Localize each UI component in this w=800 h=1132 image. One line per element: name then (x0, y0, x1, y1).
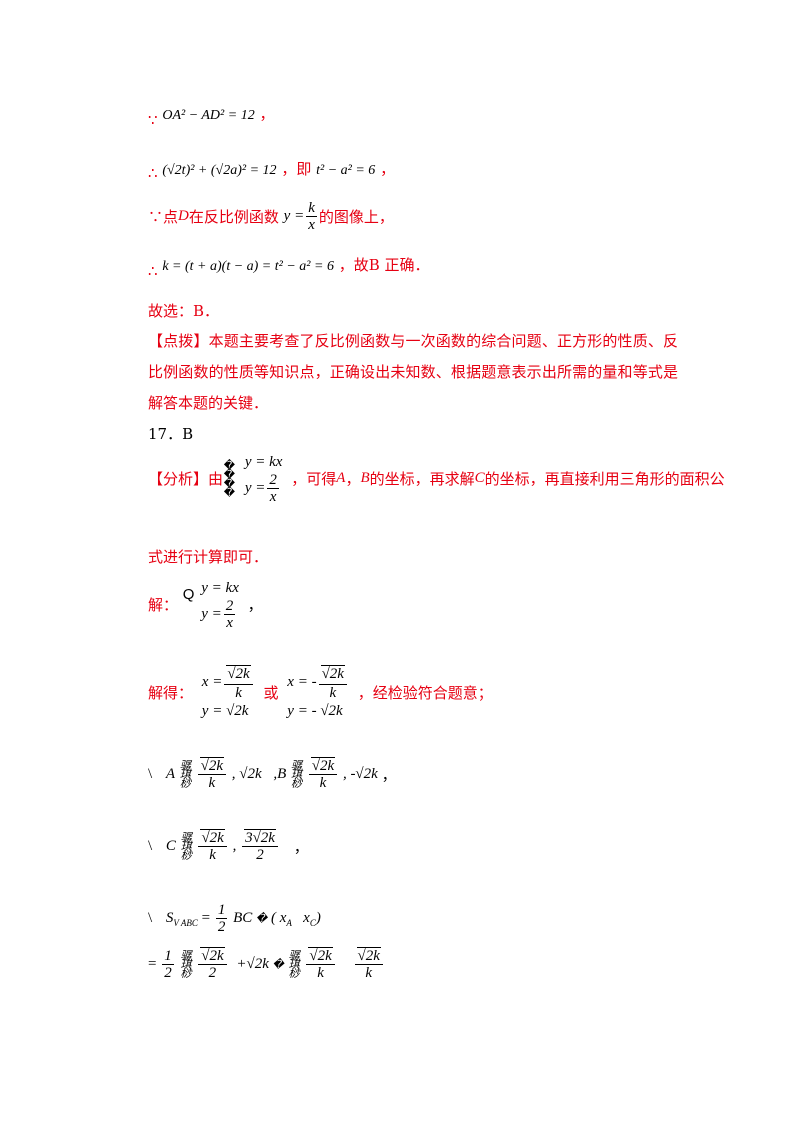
text-verified: ，经检验符合题意； (357, 684, 493, 702)
bracket-glyphs: 骣琪桫 (180, 949, 192, 980)
bracket-glyphs: 骣琪桫 (180, 831, 192, 862)
point-a-label: A (336, 470, 346, 486)
point-b-y: , -√2k (342, 766, 378, 782)
bracket-glyphs: 骣琪桫 (179, 759, 191, 790)
point-a: A (165, 766, 176, 782)
fraction-numerator: k (306, 200, 317, 217)
point-d-label: D (178, 208, 189, 224)
difference-term: ( xA xC) (271, 909, 321, 928)
solution-y: y = - √2k (287, 703, 343, 719)
answer-choice: 故选：B． (148, 302, 220, 320)
backslash-glyph: \ (148, 910, 153, 926)
question-17-answer: 17．B (148, 425, 194, 443)
point-c-label: C (474, 470, 485, 486)
equation-squares: (√2t)² + (√2a)² = 12 (162, 163, 277, 178)
garbled-glyph: � (272, 958, 284, 971)
therefore-symbol: ∴ (148, 262, 158, 280)
q-glyph: Q (182, 585, 195, 603)
separator: , (232, 838, 237, 854)
comma: ， (381, 768, 397, 784)
text-because-point: ∵点 (148, 208, 179, 226)
point-b-label: B (360, 470, 370, 486)
fraction-denominator: x (308, 217, 315, 233)
garbled-glyph: � (255, 912, 268, 925)
therefore-symbol: ∴ (148, 164, 158, 182)
analysis-continuation: 式进行计算即可． (148, 548, 269, 566)
point-b: ,B (273, 766, 287, 782)
line-k-value: ∴ k = (t + a)(t − a) = t² − a² = 6 ，故B 正… (148, 254, 430, 280)
brace-glyphs: ���� (223, 458, 236, 499)
tip-paragraph: 【点拨】本题主要考查了反比例函数与一次函数的综合问题、正方形的性质、反比例函数的… (148, 332, 678, 412)
text-b-correct: ，故B 正确． (338, 256, 430, 274)
text-coordinates: 的坐标，再求解 (369, 470, 475, 488)
comma: ， (259, 105, 275, 123)
equation-t-a: t² − a² = 6 (316, 163, 376, 178)
area-symbol: SV ABC (165, 909, 198, 928)
analysis-label: 【分析】由 (148, 470, 224, 488)
backslash-glyph: \ (148, 766, 153, 782)
bracket-glyphs: 骣琪桫 (291, 759, 303, 790)
backslash-glyph: \ (148, 838, 153, 854)
solution-label: 解： (148, 596, 179, 614)
text-on-graph: 的图像上， (318, 208, 394, 226)
equals: = (201, 910, 211, 926)
text-or: 或 (263, 684, 279, 702)
comma: ， (293, 840, 309, 856)
system-row-1: y = kx (244, 454, 283, 470)
solution-y: y = √2k (201, 703, 249, 719)
line-t-a: ∴ (√2t)² + (√2a)² = 12 ，即 t² − a² = 6 ， (148, 158, 396, 182)
solved-label: 解得： (148, 684, 194, 702)
comma: ， (380, 160, 396, 178)
function-lhs: y = (283, 208, 305, 224)
because-symbol: ∵ (148, 111, 158, 129)
point-a-y: , √2k (231, 766, 262, 782)
equals: = (148, 956, 157, 972)
text-in-function: 在反比例函数 (188, 208, 279, 226)
text-area-formula: 的坐标，再直接利用三角形的面积公 (484, 470, 725, 488)
line-oa-ad: ∵ OA² − AD² = 12 ， (148, 103, 275, 129)
text-can-get: ，可得 (291, 470, 337, 488)
equation-oa-ad: OA² − AD² = 12 (162, 108, 255, 123)
point-c: C (165, 838, 176, 854)
bracket-glyphs: 骣琪桫 (288, 949, 300, 980)
text-namely: ，即 (281, 160, 312, 178)
comma: ， (247, 596, 263, 614)
bc-label: BC (233, 910, 253, 926)
system-row-1: y = kx (201, 580, 239, 596)
plus-term: +√2k (236, 956, 269, 972)
comma: ， (345, 470, 361, 488)
equation-k: k = (t + a)(t − a) = t² − a² = 6 (162, 259, 334, 274)
